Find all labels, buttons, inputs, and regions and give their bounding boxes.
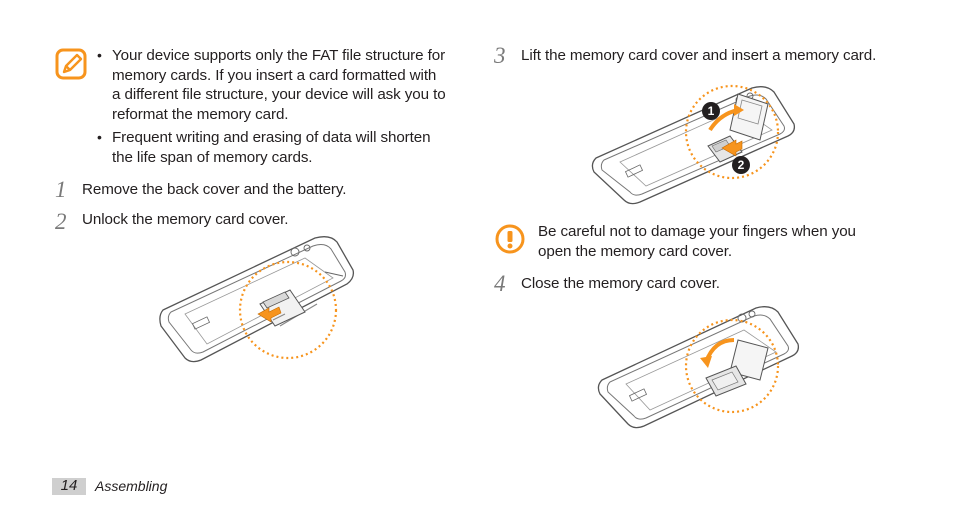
page-number: 14 — [60, 477, 78, 494]
note-line: memory cards. If you insert a card forma… — [112, 66, 437, 84]
note-line: a different file structure, your device … — [112, 86, 446, 103]
caution-exclamation-icon — [495, 224, 525, 254]
note-line: Your device supports only the FAT file s… — [112, 47, 446, 64]
step-4-number: 4 — [494, 271, 506, 296]
step-4-text: Close the memory card cover. — [521, 275, 720, 292]
note-line: reformat the memory card. — [112, 105, 289, 123]
page-number-box — [52, 478, 86, 495]
step-1-number: 1 — [55, 177, 67, 202]
bullet-marker: • — [97, 129, 102, 145]
step-3-number: 3 — [494, 43, 506, 68]
bullet-marker: • — [97, 47, 102, 63]
phone-unlock-illustration — [155, 232, 355, 372]
caution-line: open the memory card cover. — [538, 242, 732, 260]
callout-2-badge: 2 — [732, 156, 750, 174]
callout-1-badge: 1 — [702, 102, 720, 120]
section-label: Assembling — [95, 478, 168, 494]
note-line: Frequent writing and erasing of data wil… — [112, 129, 431, 146]
caution-text: Be careful not to damage your fingers wh… — [538, 222, 856, 261]
phone-close-cover-illustration — [596, 304, 802, 434]
note-line: the life span of memory cards. — [112, 148, 313, 166]
step-1-text: Remove the back cover and the battery. — [82, 181, 347, 198]
note-bullet-2: Frequent writing and erasing of data wil… — [112, 128, 431, 167]
note-bullet-1: Your device supports only the FAT file s… — [112, 46, 446, 124]
step-2-number: 2 — [55, 209, 67, 234]
step-3-text: Lift the memory card cover and insert a … — [521, 47, 877, 64]
phone-insert-card-illustration: 1 2 — [590, 84, 800, 212]
caution-line: Be careful not to damage your fingers wh… — [538, 223, 856, 240]
step-2-text: Unlock the memory card cover. — [82, 211, 289, 228]
note-pencil-icon — [55, 48, 87, 80]
